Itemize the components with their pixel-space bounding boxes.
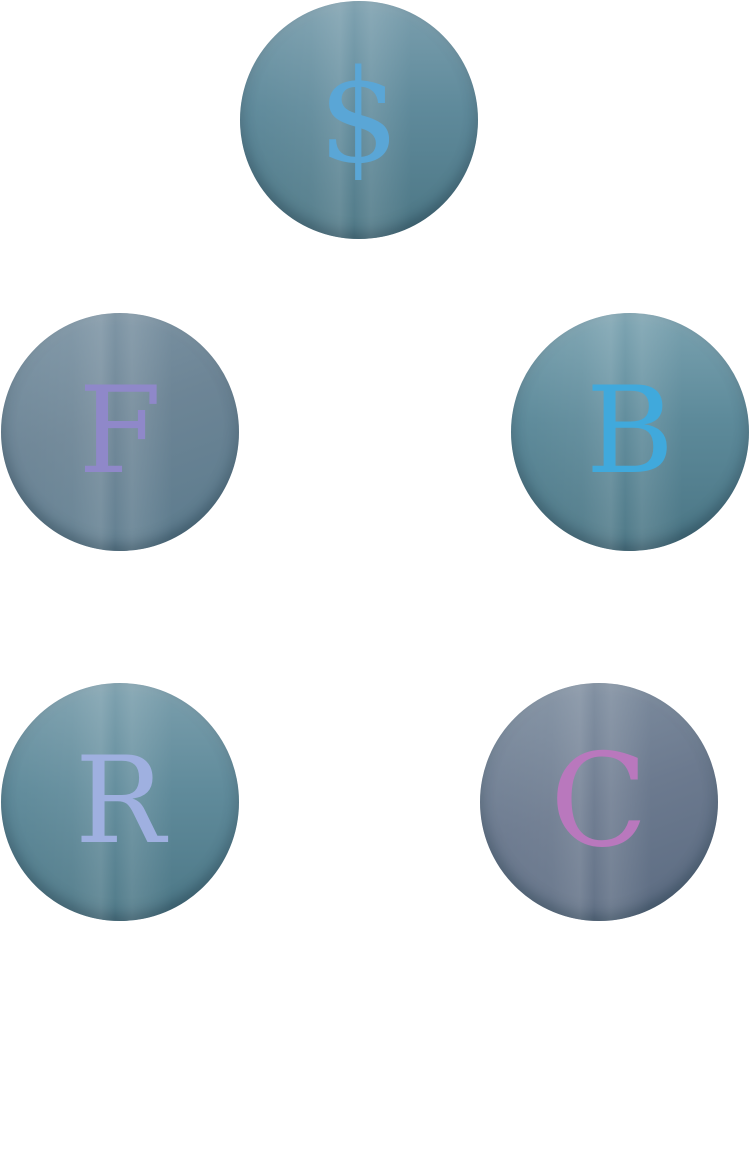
b-symbol: B bbox=[585, 362, 675, 501]
f-coin-button[interactable]: F bbox=[1, 313, 239, 551]
b-coin-button[interactable]: B bbox=[511, 313, 749, 551]
dollar-symbol: $ bbox=[318, 43, 400, 192]
r-symbol: R bbox=[74, 732, 166, 871]
c-coin-button[interactable]: C bbox=[480, 683, 718, 921]
c-symbol: C bbox=[550, 727, 648, 876]
dollar-coin-button[interactable]: $ bbox=[240, 1, 478, 239]
f-symbol: F bbox=[78, 362, 162, 501]
r-coin-button[interactable]: R bbox=[1, 683, 239, 921]
